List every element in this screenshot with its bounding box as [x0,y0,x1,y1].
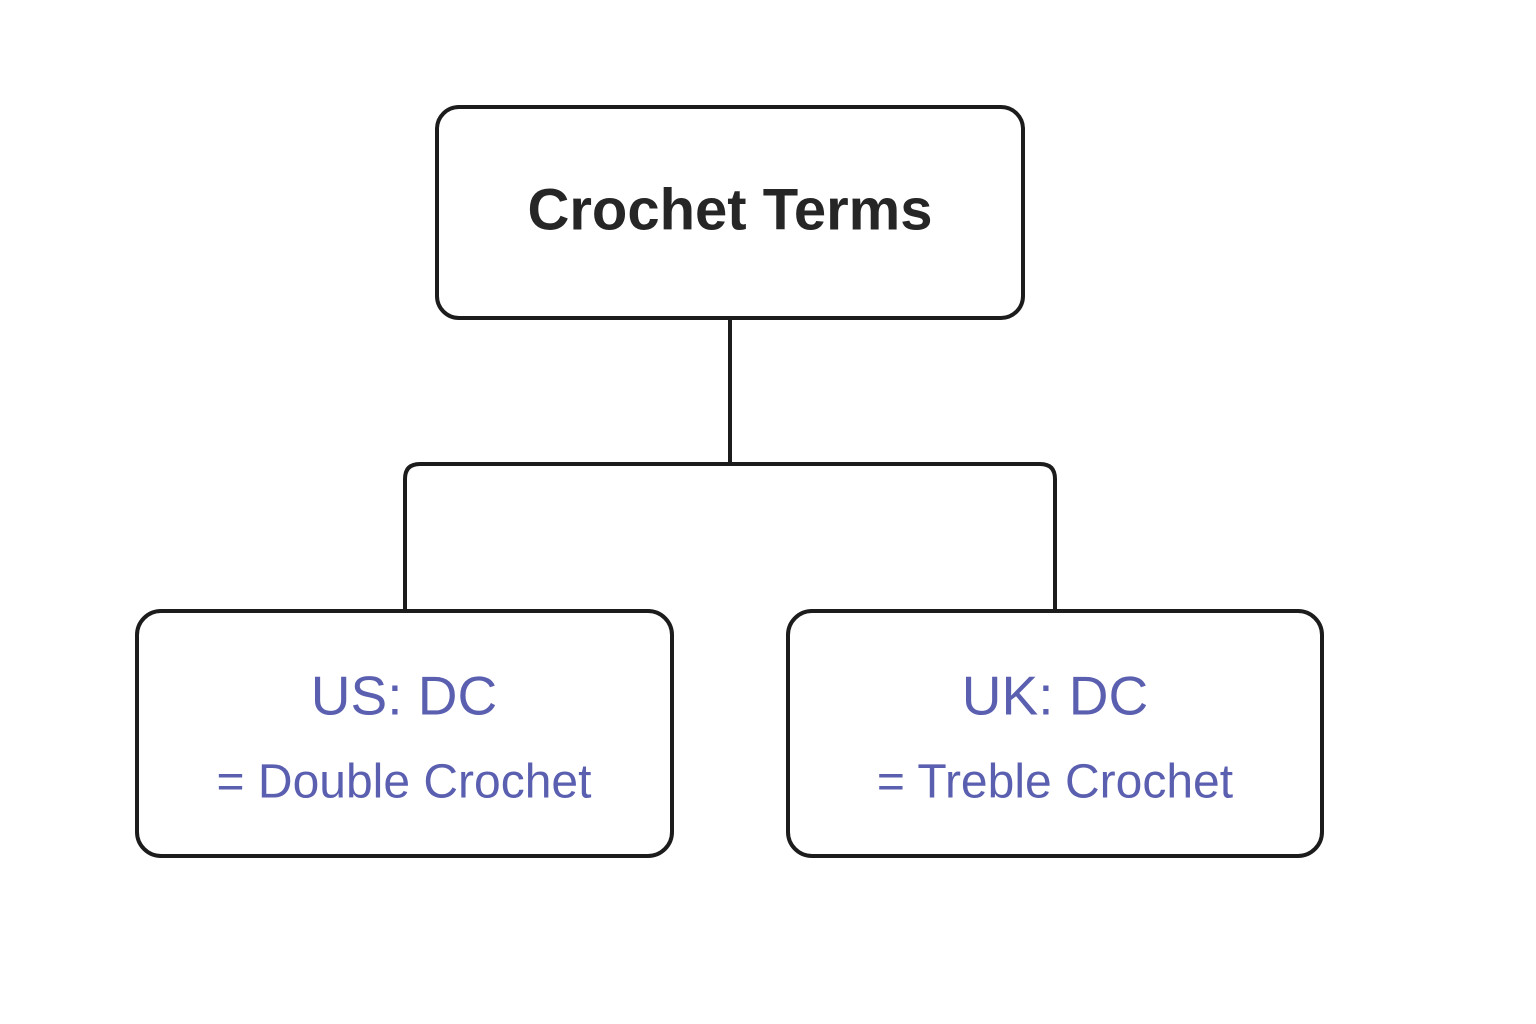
node-uk-definition-label: = Treble Crochet [877,756,1233,809]
node-root[interactable]: Crochet Terms [435,105,1025,320]
node-uk-term-label: UK: DC [962,665,1148,727]
node-uk[interactable]: UK: DC = Treble Crochet [786,609,1324,858]
node-us-term-label: US: DC [311,665,497,727]
node-us-definition-label: = Double Crochet [217,756,592,809]
connector-elbow-left [403,462,730,611]
node-uk-box[interactable] [786,609,1324,858]
node-us[interactable]: US: DC = Double Crochet [135,609,674,858]
node-root-box[interactable] [435,105,1025,320]
connector-group [403,318,1057,611]
node-us-box[interactable] [135,609,674,858]
connector-elbow-right [730,462,1057,611]
node-root-label: Crochet Terms [527,177,932,242]
